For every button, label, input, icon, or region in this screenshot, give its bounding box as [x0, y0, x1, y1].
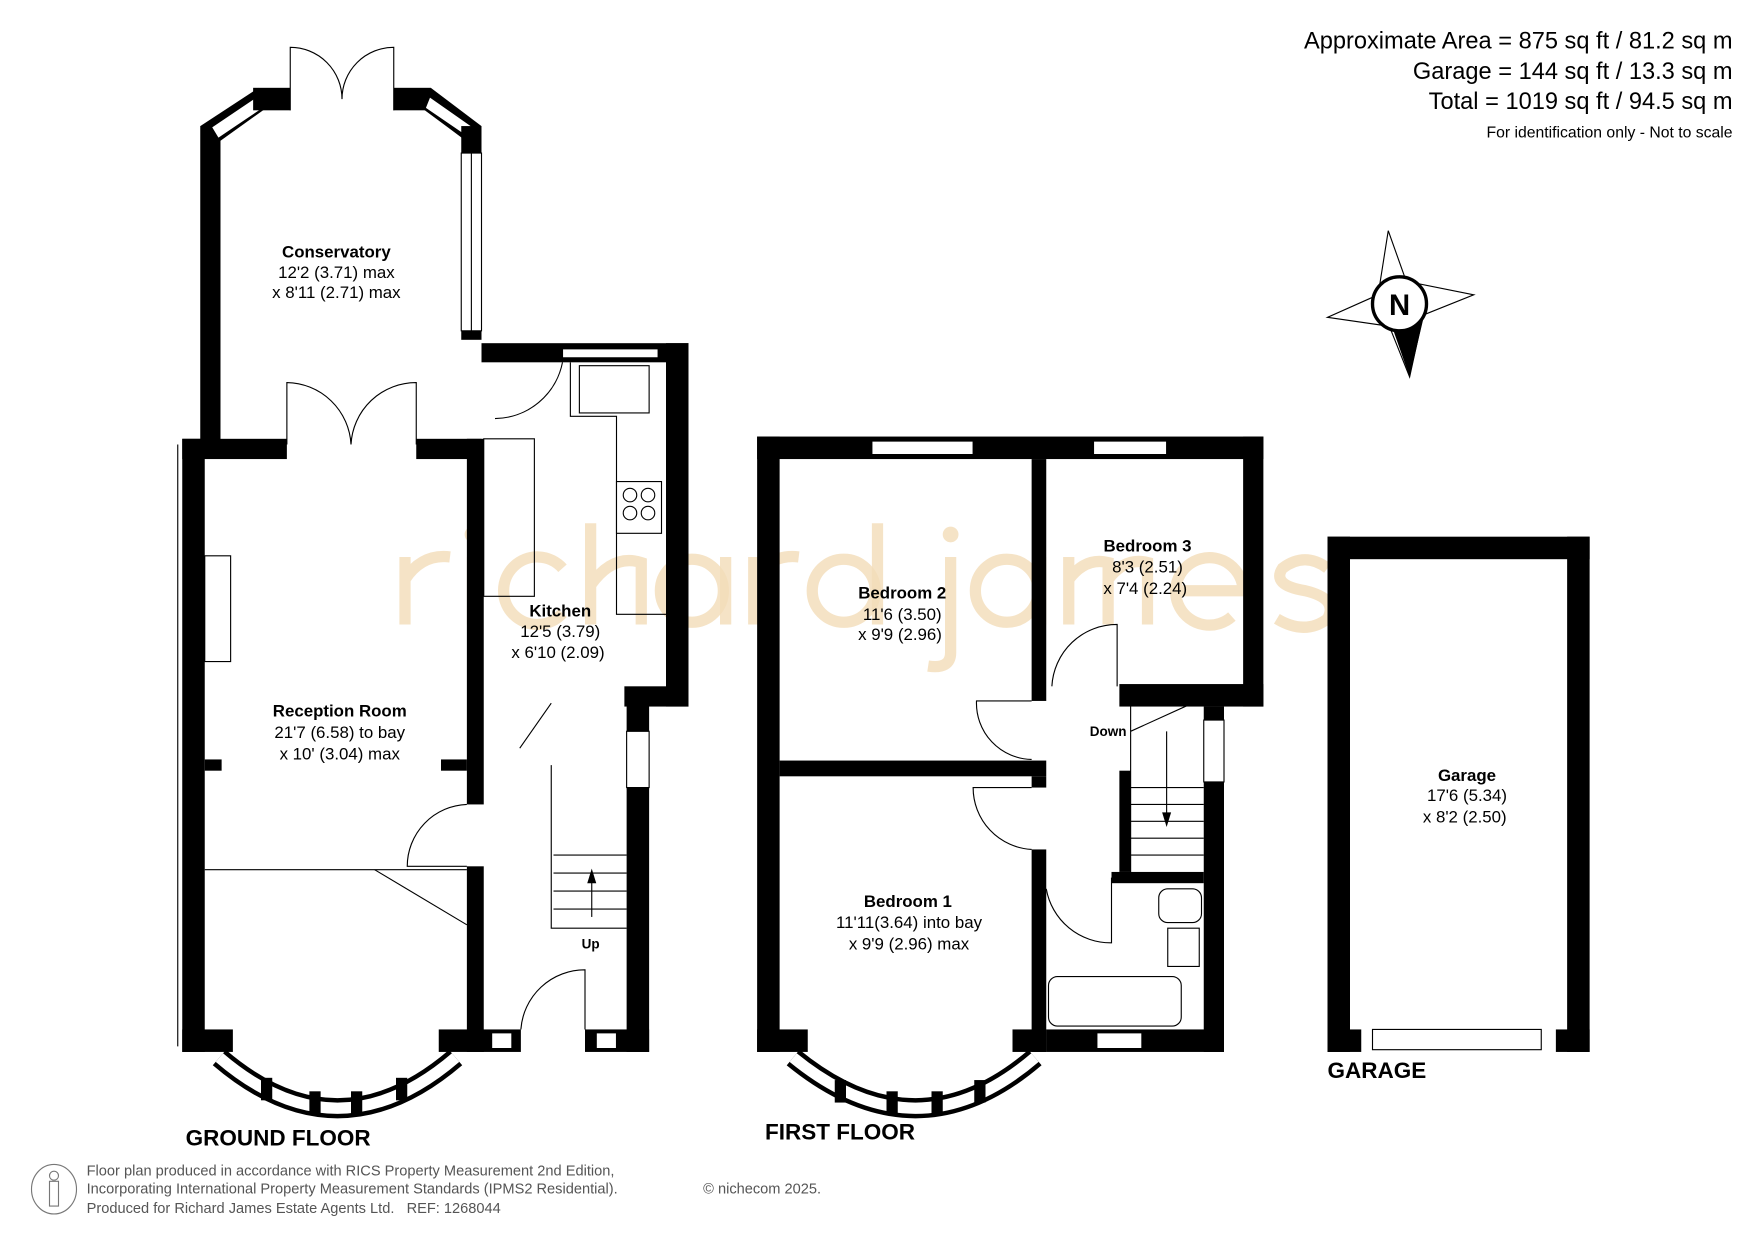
bedroom3-dim1: 8'3 (2.51)	[1112, 558, 1183, 577]
bedroom1-dim2: x 9'9 (2.96) max	[849, 935, 970, 954]
compass-label: N	[1389, 290, 1410, 322]
bedroom2-dim2: x 9'9 (2.96)	[858, 625, 942, 644]
kitchen-name: Kitchen	[529, 602, 591, 621]
garage-area: Garage = 144 sq ft / 13.3 sq m	[1413, 59, 1733, 85]
kitchen-dim2: x 6'10 (2.09)	[511, 643, 604, 662]
bedroom3-dim2: x 7'4 (2.24)	[1103, 579, 1187, 598]
ground-floor-plan	[177, 46, 689, 1119]
bedroom3-name: Bedroom 3	[1103, 536, 1191, 555]
garage-dim2: x 8'2 (2.50)	[1423, 807, 1507, 826]
bedroom2-dim1: 11'6 (3.50)	[863, 605, 942, 624]
reception-name: Reception Room	[273, 702, 407, 721]
compass-north-icon: N	[1325, 230, 1476, 379]
stairs-up-label: Up	[582, 936, 600, 951]
reception-dim2: x 10' (3.04) max	[280, 744, 401, 763]
reception-dim1: 21'7 (6.58) to bay	[274, 723, 405, 742]
bedroom1-name: Bedroom 1	[864, 892, 952, 911]
conservatory-dim1: 12'2 (3.71) max	[278, 263, 395, 282]
first-floor-label: FIRST FLOOR	[765, 1120, 915, 1145]
footer-line2: Incorporating International Property Mea…	[87, 1182, 618, 1198]
ground-floor-label: GROUND FLOOR	[186, 1125, 371, 1150]
stairs-down-label: Down	[1090, 724, 1127, 739]
garage-plan	[1327, 536, 1590, 1052]
footer-copyright: © nichecom 2025.	[703, 1182, 821, 1198]
footer-line1: Floor plan produced in accordance with R…	[87, 1164, 615, 1180]
total-area: Total = 1019 sq ft / 94.5 sq m	[1429, 89, 1733, 115]
bedroom2-name: Bedroom 2	[858, 584, 946, 603]
garage-floor-label: GARAGE	[1328, 1058, 1427, 1083]
conservatory-dim2: x 8'11 (2.71) max	[272, 283, 401, 302]
first-floor-plan	[757, 436, 1264, 1119]
approximate-area: Approximate Area = 875 sq ft / 81.2 sq m	[1304, 28, 1733, 54]
disclaimer: For identification only - Not to scale	[1487, 124, 1733, 141]
footer-line3: Produced for Richard James Estate Agents…	[87, 1201, 501, 1217]
bedroom1-dim1: 11'11(3.64) into bay	[836, 913, 983, 932]
kitchen-dim1: 12'5 (3.79)	[520, 622, 600, 641]
person-scale-icon	[30, 1163, 78, 1215]
conservatory-name: Conservatory	[282, 243, 391, 262]
garage-dim1: 17'6 (5.34)	[1427, 786, 1507, 805]
garage-name: Garage	[1438, 766, 1496, 785]
